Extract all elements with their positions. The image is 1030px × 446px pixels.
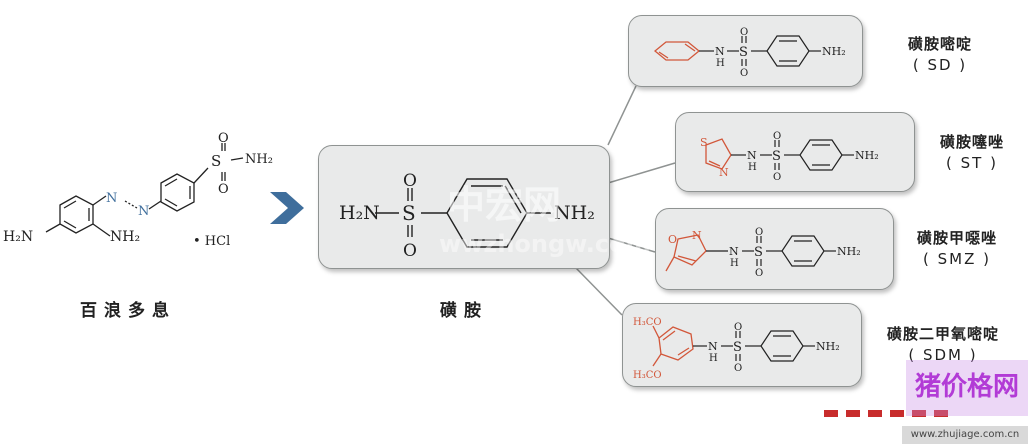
prontosil-structure: H₂N NH₂ N N S O O NH₂ • HCl bbox=[3, 131, 273, 249]
methoxy-top: H₃CO bbox=[633, 317, 662, 328]
connector-sdm bbox=[575, 267, 623, 316]
hcl-label: • HCl bbox=[193, 234, 230, 249]
st-label: 磺胺噻唑 ( ST ) bbox=[922, 132, 1022, 174]
connector-sd bbox=[607, 85, 637, 146]
nh2-label: NH₂ bbox=[855, 149, 879, 162]
brand-watermark: 猪价格网 bbox=[906, 360, 1028, 416]
nh-h: H bbox=[709, 353, 718, 364]
oxygen-top: O bbox=[740, 27, 748, 38]
azo-n2: N bbox=[138, 204, 149, 219]
oxygen-bottom: O bbox=[218, 182, 229, 197]
nh-n: N bbox=[747, 149, 757, 162]
st-abbr: ( ST ) bbox=[946, 154, 998, 172]
oxygen-bottom: O bbox=[740, 68, 748, 79]
oxygen-top: O bbox=[218, 131, 229, 146]
sulfur-label: S bbox=[772, 149, 781, 164]
sulfanilamide-box: H₂N S O O NH₂ 中宏网 wwzhongw.com bbox=[318, 145, 651, 269]
nh-h: H bbox=[716, 58, 725, 69]
sulfur-label: S bbox=[733, 340, 742, 355]
h2n-label: H₂N bbox=[339, 202, 380, 224]
brand-logo-text: 猪价格网 bbox=[914, 372, 1019, 402]
sd-label: 磺胺嘧啶 ( SD ) bbox=[885, 34, 995, 76]
nh2-label: NH₂ bbox=[554, 202, 595, 224]
isoxazole-n: N bbox=[692, 229, 702, 242]
nh2-label: NH₂ bbox=[110, 229, 140, 245]
nh2-label: NH₂ bbox=[822, 45, 846, 58]
sdm-box: H₃CO H₃CO N H S O O NH₂ bbox=[622, 303, 862, 387]
oxygen-bottom: O bbox=[403, 241, 417, 261]
nh-h: H bbox=[748, 162, 757, 173]
oxygen-bottom: O bbox=[755, 268, 763, 279]
nh2-label: NH₂ bbox=[837, 245, 861, 258]
sulfonamide-nh2: NH₂ bbox=[245, 152, 273, 167]
azo-n1: N bbox=[106, 191, 117, 206]
sd-box: N H S O O NH₂ bbox=[628, 15, 863, 87]
brand-url: www.zhujiage.com.cn bbox=[902, 426, 1028, 444]
st-box: S N N H S O O NH₂ bbox=[675, 112, 915, 192]
nh-h: H bbox=[730, 258, 739, 269]
smz-box: O N N H S O O NH₂ bbox=[655, 208, 894, 290]
methoxy-bottom: H₃CO bbox=[633, 370, 662, 381]
oxygen-top: O bbox=[403, 171, 417, 191]
oxygen-bottom: O bbox=[773, 172, 781, 183]
nh-n: N bbox=[729, 245, 739, 258]
sd-abbr: ( SD ) bbox=[912, 56, 968, 74]
oxygen-top: O bbox=[734, 322, 742, 333]
nh2-label: NH₂ bbox=[816, 340, 840, 353]
thiazole-n: N bbox=[719, 166, 729, 179]
sulfur-label: S bbox=[402, 201, 416, 225]
decorative-dashes bbox=[824, 410, 948, 417]
connector-smz bbox=[607, 237, 656, 253]
nh-n: N bbox=[715, 45, 725, 58]
sd-name: 磺胺嘧啶 bbox=[907, 35, 972, 53]
watermark-center: 中宏网 bbox=[447, 183, 562, 227]
oxygen-bottom: O bbox=[734, 363, 742, 374]
smz-label: 磺胺甲噁唑 ( SMZ ) bbox=[898, 228, 1016, 270]
watermark-center-url: wwzhongw.com bbox=[439, 230, 651, 258]
sulfur-label: S bbox=[211, 152, 221, 170]
st-name: 磺胺噻唑 bbox=[939, 133, 1004, 151]
sdm-label: 磺胺二甲氧嘧啶 ( SDM ) bbox=[868, 324, 1018, 366]
sdm-abbr: ( SDM ) bbox=[908, 346, 978, 364]
oxygen-top: O bbox=[773, 131, 781, 142]
h2n-label: H₂N bbox=[3, 229, 33, 245]
oxygen-top: O bbox=[755, 227, 763, 238]
thiazole-s: S bbox=[700, 136, 708, 149]
sulfanilamide-caption: 磺胺 bbox=[440, 301, 488, 321]
sulfur-label: S bbox=[754, 245, 763, 260]
smz-name: 磺胺甲噁唑 bbox=[916, 229, 997, 247]
smz-abbr: ( SMZ ) bbox=[923, 250, 991, 268]
chevron-right-icon bbox=[270, 192, 304, 224]
nh-n: N bbox=[708, 340, 718, 353]
sdm-name: 磺胺二甲氧嘧啶 bbox=[886, 325, 999, 343]
prontosil-caption: 百浪多息 bbox=[80, 301, 176, 321]
sulfur-label: S bbox=[739, 45, 748, 60]
isoxazole-o: O bbox=[668, 233, 677, 246]
connector-st bbox=[607, 162, 676, 184]
